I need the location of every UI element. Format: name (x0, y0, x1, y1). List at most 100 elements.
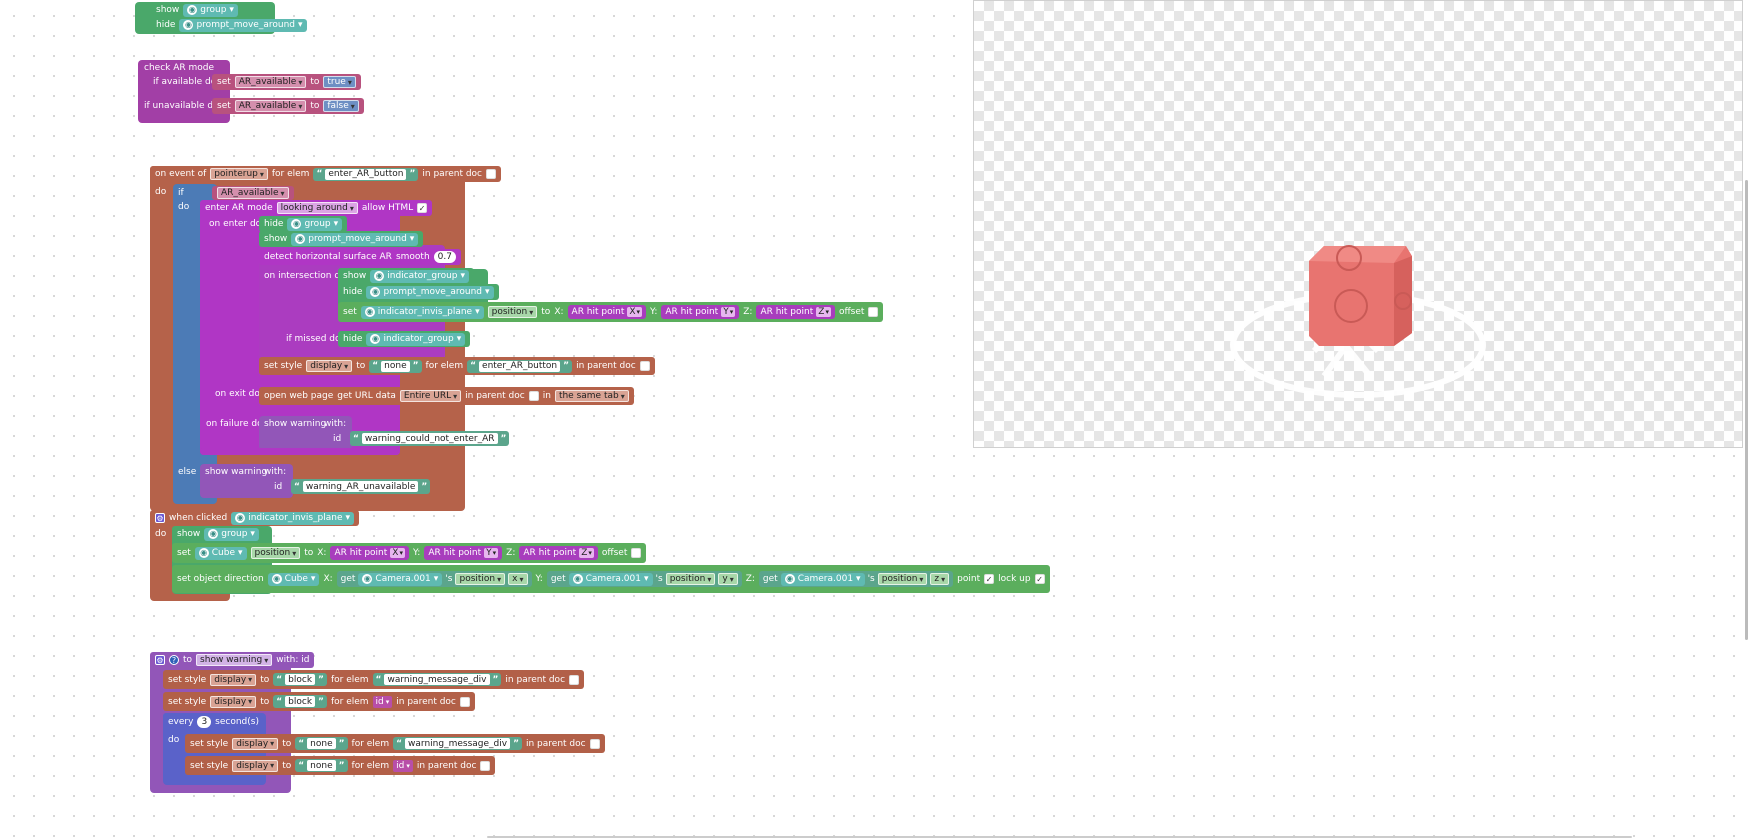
function-name-field[interactable]: show warning (196, 654, 273, 666)
display-dropdown[interactable]: display (306, 360, 353, 372)
tab-dropdown[interactable]: the same tab (554, 390, 629, 402)
show-group-block-2[interactable]: show ◉group▾ (172, 526, 264, 542)
parent-doc-checkbox[interactable] (639, 361, 650, 371)
offset-checkbox[interactable] (631, 548, 642, 558)
component-dropdown[interactable]: x (508, 573, 528, 585)
elem-string[interactable]: “enter_AR_button” (467, 359, 573, 373)
set-style-block-div[interactable]: set style display to “block” for elem “w… (163, 670, 585, 689)
parent-doc-checkbox[interactable] (480, 760, 491, 771)
show-group-block[interactable]: show ◉group▾ (151, 2, 243, 18)
group-var[interactable]: ◉group▾ (204, 527, 259, 541)
display-dropdown[interactable]: display (210, 695, 257, 708)
warn-unavail-string-wrap[interactable]: “warning_AR_unavailable” (291, 479, 431, 494)
camera-var[interactable]: ◉Camera.001▾ (780, 572, 865, 586)
camera-var[interactable]: ◉Camera.001▾ (568, 572, 653, 586)
camera-var[interactable]: ◉Camera.001▾ (358, 572, 443, 586)
offset-checkbox[interactable] (868, 307, 879, 317)
axis-y-dropdown[interactable]: Y (721, 307, 736, 317)
set-object-direction-block[interactable]: set object direction ◉Cube▾ X: get ◉Came… (172, 565, 1050, 593)
none-string[interactable]: “none” (369, 359, 422, 373)
ar-available-dropdown[interactable]: AR_available (217, 187, 289, 199)
set-style-none-id[interactable]: set style display to “none” for elem id … (185, 756, 496, 775)
set-style-block-id[interactable]: set style display to “block” for elem id… (163, 692, 475, 711)
axis-z-dropdown[interactable]: Z (579, 548, 594, 558)
parent-doc-checkbox[interactable] (486, 169, 497, 179)
id-var[interactable]: id (393, 759, 413, 772)
indicator-group-var[interactable]: ◉indicator_group▾ (370, 269, 470, 283)
position-dropdown[interactable]: position (665, 573, 716, 585)
warn-enter-string-wrap[interactable]: “warning_could_not_enter_AR” (350, 431, 510, 446)
parent-doc-checkbox[interactable] (528, 391, 539, 401)
set-style-none-div[interactable]: set style display to “none” for elem “wa… (185, 734, 605, 753)
scene-preview[interactable] (973, 0, 1743, 448)
when-clicked-header[interactable]: ⚙ when clicked ◉indicator_invis_plane▾ (150, 510, 360, 526)
lock-up-checkbox[interactable]: ✓ (1034, 574, 1045, 584)
parent-doc-checkbox[interactable] (589, 738, 600, 749)
show-warning-block-1[interactable] (259, 416, 352, 450)
component-dropdown[interactable]: y (718, 573, 738, 585)
prompt-var[interactable]: ◉prompt_move_around▾ (291, 232, 419, 246)
plane-var[interactable]: ◉indicator_invis_plane▾ (231, 511, 355, 525)
show-prompt-block[interactable]: show ◉prompt_move_around▾ (259, 231, 424, 247)
display-dropdown[interactable]: display (210, 673, 257, 686)
help-icon[interactable]: ? (169, 655, 179, 665)
hide-prompt-block[interactable]: hide ◉prompt_move_around▾ (151, 17, 312, 33)
prompt-var[interactable]: ◉prompt_move_around▾ (366, 285, 494, 299)
block-string[interactable]: “block” (273, 673, 327, 686)
cube-model[interactable] (974, 1, 1744, 449)
seconds-value[interactable]: 3 (197, 716, 212, 728)
url-part-dropdown[interactable]: Entire URL (399, 390, 462, 402)
parent-doc-checkbox[interactable] (459, 696, 470, 707)
gear-icon[interactable]: ⚙ (155, 513, 165, 523)
id-var[interactable]: id (372, 695, 393, 708)
cube-var[interactable]: ◉Cube▾ (194, 546, 247, 560)
hide-indicator-block[interactable]: hide ◉indicator_group▾ (338, 331, 471, 347)
warn-unavail-string[interactable]: “warning_AR_unavailable” (291, 479, 431, 494)
vertical-scrollbar[interactable] (1745, 180, 1748, 640)
ar-available-dropdown[interactable]: AR_available (234, 100, 307, 112)
position-dropdown[interactable]: position (250, 547, 301, 559)
get-camera-z[interactable]: get ◉Camera.001▾ 's position z (758, 571, 954, 587)
block-string[interactable]: “block” (273, 695, 327, 708)
get-camera-y[interactable]: get ◉Camera.001▾ 's position y (546, 571, 742, 587)
true-dropdown[interactable]: true (323, 76, 356, 88)
hide-group-block[interactable]: hide ◉group▾ (259, 216, 348, 232)
display-dropdown[interactable]: display (232, 737, 279, 750)
function-header[interactable]: ⚙ ? to show warning with: id (150, 652, 315, 668)
false-dropdown[interactable]: false (323, 100, 359, 112)
group-var[interactable]: ◉group▾ (183, 3, 238, 17)
set-plane-position-block[interactable]: set ◉indicator_invis_plane▾ position to … (338, 302, 884, 322)
axis-x-dropdown[interactable]: X (390, 548, 405, 558)
plane-var[interactable]: ◉indicator_invis_plane▾ (360, 305, 484, 319)
set-style-none-block[interactable]: set style display to “none” for elem “en… (259, 357, 655, 375)
none-string[interactable]: “none” (295, 737, 348, 750)
group-var[interactable]: ◉group▾ (287, 217, 343, 231)
set-ar-true-block[interactable]: set AR_available to true (212, 74, 361, 90)
every-header[interactable]: every 3 second(s) (163, 713, 264, 731)
show-warning-block-2[interactable] (200, 464, 293, 498)
position-dropdown[interactable]: position (487, 306, 538, 318)
allow-html-checkbox[interactable]: ✓ (417, 203, 428, 213)
axis-x-dropdown[interactable]: X (627, 307, 643, 317)
warning-div-string[interactable]: “warning_message_div” (393, 737, 522, 750)
cube-var[interactable]: ◉Cube▾ (267, 572, 320, 586)
detect-surface-block[interactable]: detect horizontal surface AR smooth 0.7 (259, 249, 461, 265)
smooth-value[interactable]: 0.7 (433, 251, 456, 263)
warning-div-string[interactable]: “warning_message_div” (372, 673, 502, 686)
on-event-header[interactable]: on event of pointerup for elem “enter_AR… (150, 166, 502, 182)
open-web-page-block[interactable]: open web page get URL data Entire URL in… (259, 387, 634, 405)
position-dropdown[interactable]: position (877, 573, 928, 585)
set-cube-position-block[interactable]: set ◉Cube▾ position to X: AR hit pointX … (172, 543, 647, 563)
event-name-dropdown[interactable]: pointerup (210, 168, 268, 180)
ar-available-dropdown[interactable]: AR_available (234, 76, 307, 88)
prompt-var[interactable]: ◉prompt_move_around▾ (179, 18, 307, 32)
set-ar-false-block[interactable]: set AR_available to false (212, 98, 364, 114)
position-dropdown[interactable]: position (455, 573, 506, 585)
display-dropdown[interactable]: display (232, 759, 279, 772)
indicator-group-var[interactable]: ◉indicator_group▾ (366, 332, 466, 346)
